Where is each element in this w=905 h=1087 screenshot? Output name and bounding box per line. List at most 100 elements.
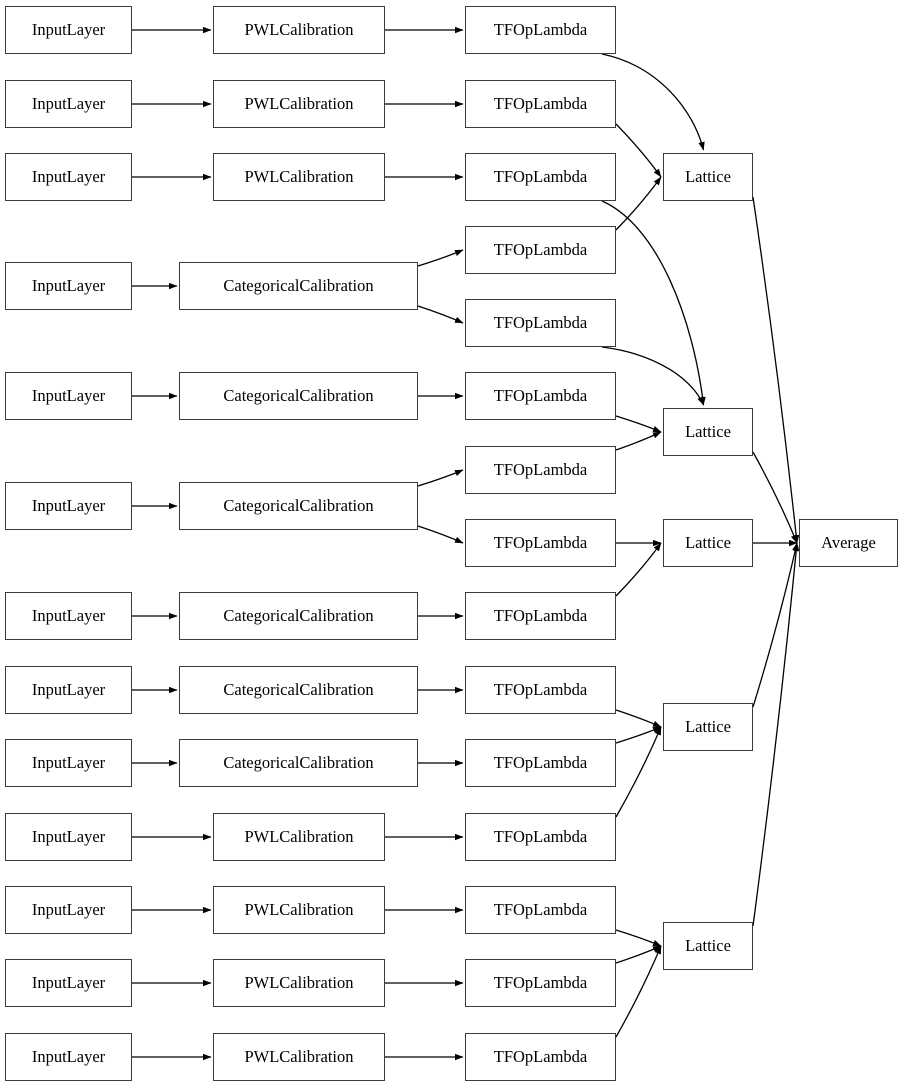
node-label: TFOpLambda [493,826,588,846]
edge-lam14-to-lat5 [615,945,662,964]
node-lam2[interactable]: TFOpLambda [465,80,616,128]
edge-lat4-to-avg [752,542,799,708]
edge-lam9-to-lat3 [615,542,662,597]
node-cal1[interactable]: PWLCalibration [213,6,385,54]
node-lat4[interactable]: Lattice [663,703,753,751]
node-label: TFOpLambda [493,385,588,405]
edge-cal6-to-lam7 [417,469,464,487]
node-label: Average [821,532,876,552]
node-label: TFOpLambda [493,899,588,919]
node-in8[interactable]: InputLayer [5,666,132,714]
node-cal9[interactable]: CategoricalCalibration [179,739,418,787]
edge-lat2-to-avg [752,451,798,544]
node-lam14[interactable]: TFOpLambda [465,959,616,1007]
node-in10[interactable]: InputLayer [5,813,132,861]
node-label: InputLayer [31,275,106,295]
node-cal3[interactable]: PWLCalibration [213,153,385,201]
node-label: Lattice [685,421,731,441]
node-label: InputLayer [31,495,106,515]
node-label: TFOpLambda [493,19,588,39]
edge-lam6-to-lat2 [615,415,662,433]
node-label: PWLCalibration [244,826,354,846]
node-in2[interactable]: InputLayer [5,80,132,128]
node-cal6[interactable]: CategoricalCalibration [179,482,418,530]
node-lam5[interactable]: TFOpLambda [465,299,616,347]
node-label: Lattice [685,166,731,186]
node-label: InputLayer [31,385,106,405]
node-label: InputLayer [31,19,106,39]
node-lam15[interactable]: TFOpLambda [465,1033,616,1081]
node-cal10[interactable]: PWLCalibration [213,813,385,861]
edge-lam13-to-lat5 [615,929,662,947]
node-label: InputLayer [31,605,106,625]
node-in13[interactable]: InputLayer [5,1033,132,1081]
node-cal2[interactable]: PWLCalibration [213,80,385,128]
node-label: PWLCalibration [244,972,354,992]
node-lam11[interactable]: TFOpLambda [465,739,616,787]
node-in6[interactable]: InputLayer [5,482,132,530]
node-in9[interactable]: InputLayer [5,739,132,787]
node-lam9[interactable]: TFOpLambda [465,592,616,640]
node-cal12[interactable]: PWLCalibration [213,959,385,1007]
node-label: InputLayer [31,679,106,699]
node-cal11[interactable]: PWLCalibration [213,886,385,934]
node-cal8[interactable]: CategoricalCalibration [179,666,418,714]
node-label: TFOpLambda [493,1046,588,1066]
node-cal5[interactable]: CategoricalCalibration [179,372,418,420]
node-label: Lattice [685,935,731,955]
node-in1[interactable]: InputLayer [5,6,132,54]
node-in7[interactable]: InputLayer [5,592,132,640]
node-label: InputLayer [31,752,106,772]
node-label: InputLayer [31,826,106,846]
node-lam8[interactable]: TFOpLambda [465,519,616,567]
node-label: TFOpLambda [493,312,588,332]
node-label: InputLayer [31,899,106,919]
node-lat2[interactable]: Lattice [663,408,753,456]
node-in4[interactable]: InputLayer [5,262,132,310]
node-label: PWLCalibration [244,899,354,919]
node-label: TFOpLambda [493,679,588,699]
node-label: TFOpLambda [493,459,588,479]
node-label: CategoricalCalibration [223,495,374,515]
node-label: TFOpLambda [493,166,588,186]
node-label: CategoricalCalibration [223,385,374,405]
node-lat5[interactable]: Lattice [663,922,753,970]
node-lat1[interactable]: Lattice [663,153,753,201]
edge-lam7-to-lat2 [615,431,662,451]
edge-cal6-to-lam8 [417,525,464,544]
node-lam3[interactable]: TFOpLambda [465,153,616,201]
node-in3[interactable]: InputLayer [5,153,132,201]
node-lat3[interactable]: Lattice [663,519,753,567]
node-lam6[interactable]: TFOpLambda [465,372,616,420]
node-lam1[interactable]: TFOpLambda [465,6,616,54]
node-in5[interactable]: InputLayer [5,372,132,420]
node-label: TFOpLambda [493,752,588,772]
node-label: TFOpLambda [493,605,588,625]
node-lam10[interactable]: TFOpLambda [465,666,616,714]
node-cal4[interactable]: CategoricalCalibration [179,262,418,310]
edge-lam12-to-lat4 [615,726,662,818]
node-avg[interactable]: Average [799,519,898,567]
node-label: TFOpLambda [493,93,588,113]
edge-lam4-to-lat1 [615,176,662,231]
node-lam4[interactable]: TFOpLambda [465,226,616,274]
node-lam13[interactable]: TFOpLambda [465,886,616,934]
edge-lam3-to-lat2 [601,200,706,406]
node-label: CategoricalCalibration [223,275,374,295]
node-label: InputLayer [31,972,106,992]
node-label: PWLCalibration [244,19,354,39]
node-label: InputLayer [31,166,106,186]
node-in12[interactable]: InputLayer [5,959,132,1007]
edge-lam10-to-lat4 [615,709,662,728]
node-lam12[interactable]: TFOpLambda [465,813,616,861]
node-label: TFOpLambda [493,972,588,992]
edge-lat5-to-avg [752,542,800,927]
edge-lam15-to-lat5 [615,945,662,1038]
node-lam7[interactable]: TFOpLambda [465,446,616,494]
node-label: InputLayer [31,1046,106,1066]
node-in11[interactable]: InputLayer [5,886,132,934]
node-cal7[interactable]: CategoricalCalibration [179,592,418,640]
node-cal13[interactable]: PWLCalibration [213,1033,385,1081]
